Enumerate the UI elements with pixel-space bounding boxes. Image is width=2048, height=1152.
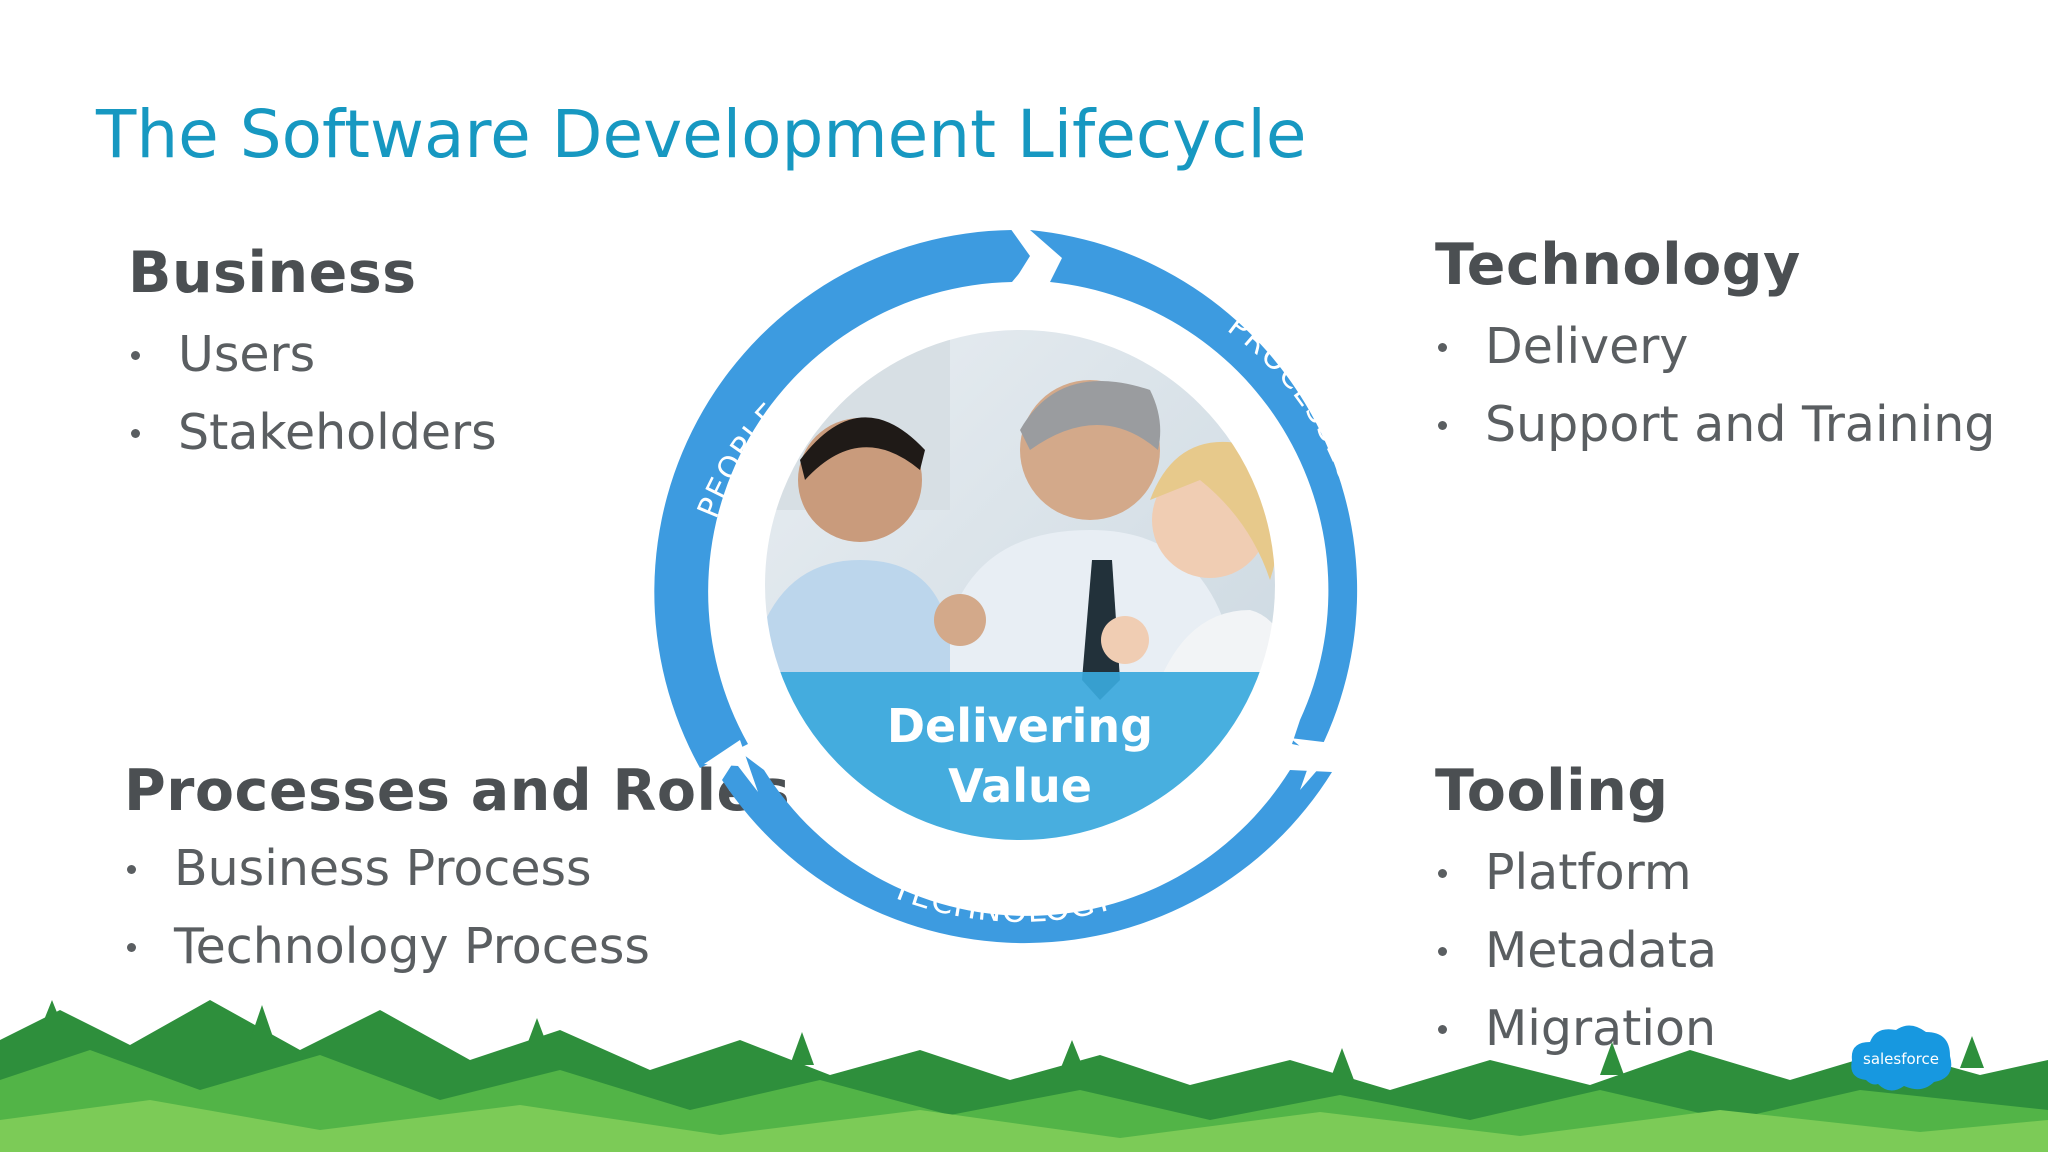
list-item: Technology Process <box>124 908 790 986</box>
logo-text: salesforce <box>1863 1050 1939 1068</box>
technology-heading: Technology <box>1435 232 1801 298</box>
technology-list: Delivery Support and Training <box>1435 308 1995 464</box>
list-item: Support and Training <box>1435 386 1995 464</box>
ring-segment-technology <box>722 752 1332 944</box>
list-item: Platform <box>1435 834 1717 912</box>
bullet-icon <box>131 429 140 438</box>
bullet-icon <box>131 351 140 360</box>
processes-roles-heading: Processes and Roles <box>124 758 791 824</box>
tree-icons <box>40 1000 1984 1080</box>
business-section: Business Users Stakeholders <box>128 240 497 472</box>
arrow-head-icon <box>1010 228 1050 288</box>
tooling-list: Platform Metadata Migration <box>1435 834 1717 1068</box>
list-item: Migration <box>1435 990 1717 1068</box>
list-item: Users <box>128 316 497 394</box>
tooling-section: Tooling Platform Metadata Migration <box>1435 758 1717 1068</box>
arrow-head-icon <box>1290 738 1340 790</box>
salesforce-logo: salesforce <box>1851 1025 1952 1091</box>
bullet-icon <box>1438 343 1447 352</box>
technology-section: Technology Delivery Support and Training <box>1435 232 1995 464</box>
business-list: Users Stakeholders <box>128 316 497 472</box>
list-item: Business Process <box>124 830 790 908</box>
bullet-icon <box>1438 421 1447 430</box>
slide-title: The Software Development Lifecycle <box>96 96 1307 173</box>
list-item: Metadata <box>1435 912 1717 990</box>
tooling-heading: Tooling <box>1435 758 1669 824</box>
processes-roles-section: Processes and Roles Business Process Tec… <box>124 758 790 986</box>
ring-segment-processes <box>1030 230 1358 750</box>
bullet-icon <box>1438 947 1447 956</box>
arrow-head-icon <box>704 740 758 792</box>
ring-segment-people <box>654 230 1032 768</box>
bullet-icon <box>1438 869 1447 878</box>
list-item: Stakeholders <box>128 394 497 472</box>
processes-roles-list: Business Process Technology Process <box>124 830 790 986</box>
bullet-icon <box>127 943 136 952</box>
center-label-line2: Value <box>948 759 1092 813</box>
business-heading: Business <box>128 240 417 306</box>
list-item: Delivery <box>1435 308 1995 386</box>
bullet-icon <box>1438 1025 1447 1034</box>
center-label-line1: Delivering <box>887 699 1153 753</box>
bullet-icon <box>127 865 136 874</box>
